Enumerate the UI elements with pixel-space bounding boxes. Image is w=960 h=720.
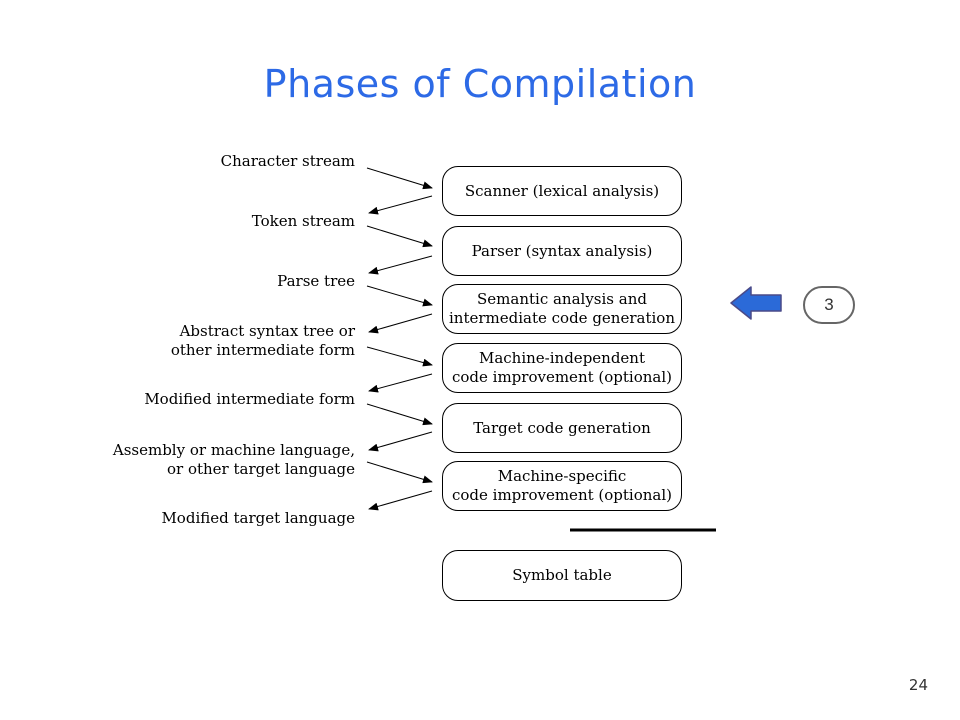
phase-box-machine-specific: Machine-specific code improvement (optio… [442,461,682,511]
label-line: Modified intermediate form [144,390,355,408]
output-arrow [368,255,433,275]
label-line: Character stream [220,152,355,170]
phase-line: Machine-independent [478,349,645,367]
output-arrow [368,373,433,393]
label-line: other intermediate form [170,341,355,359]
label-line: Assembly or machine language, [112,441,355,459]
phase-box-machine-independent: Machine-independent code improvement (op… [442,343,682,393]
representation-label: Assembly or machine language, or other t… [113,441,355,479]
phase-line: Machine-specific [497,467,627,485]
label-line: Token stream [251,212,355,230]
input-arrow [366,225,433,248]
phase-line: Parser (syntax analysis) [471,241,653,260]
step-badge: 3 [803,286,855,324]
phase-line: Semantic analysis and [477,290,647,308]
phase-box-parser: Parser (syntax analysis) [442,226,682,276]
representation-label: Modified target language [161,509,355,528]
representation-label: Modified intermediate form [144,390,355,409]
input-arrow [366,285,433,307]
label-line: Parse tree [277,272,355,290]
slide-title: Phases of Compilation [263,62,697,106]
output-arrow [368,490,433,511]
label-line: Abstract syntax tree or [179,322,355,340]
page-number: 24 [908,676,928,694]
phase-line: code improvement (optional) [451,368,672,386]
representation-label: Character stream [221,152,355,171]
output-arrow [368,195,433,215]
phase-line: intermediate code generation [449,309,675,327]
input-arrow [366,461,433,484]
representation-label: Token stream [252,212,355,231]
phase-box-semantic-analysis: Semantic analysis and intermediate code … [442,284,682,334]
phase-line: Target code generation [473,418,651,437]
phase-box-scanner: Scanner (lexical analysis) [442,166,682,216]
phase-line: Scanner (lexical analysis) [464,181,660,200]
phase-line: Symbol table [512,566,612,584]
representation-label: Parse tree [277,272,355,291]
label-line: or other target language [166,460,355,478]
output-arrow [368,431,433,452]
representation-label: Abstract syntax tree or other intermedia… [171,322,355,360]
symbol-table-box: Symbol table [442,550,682,601]
left-arrow-icon [730,286,782,320]
output-arrow [368,313,433,334]
input-arrow [366,346,433,367]
input-arrow [366,403,433,426]
phase-line: code improvement (optional) [451,486,672,504]
input-arrow [366,167,433,190]
phase-box-target-code-generation: Target code generation [442,403,682,453]
label-line: Modified target language [161,509,355,527]
